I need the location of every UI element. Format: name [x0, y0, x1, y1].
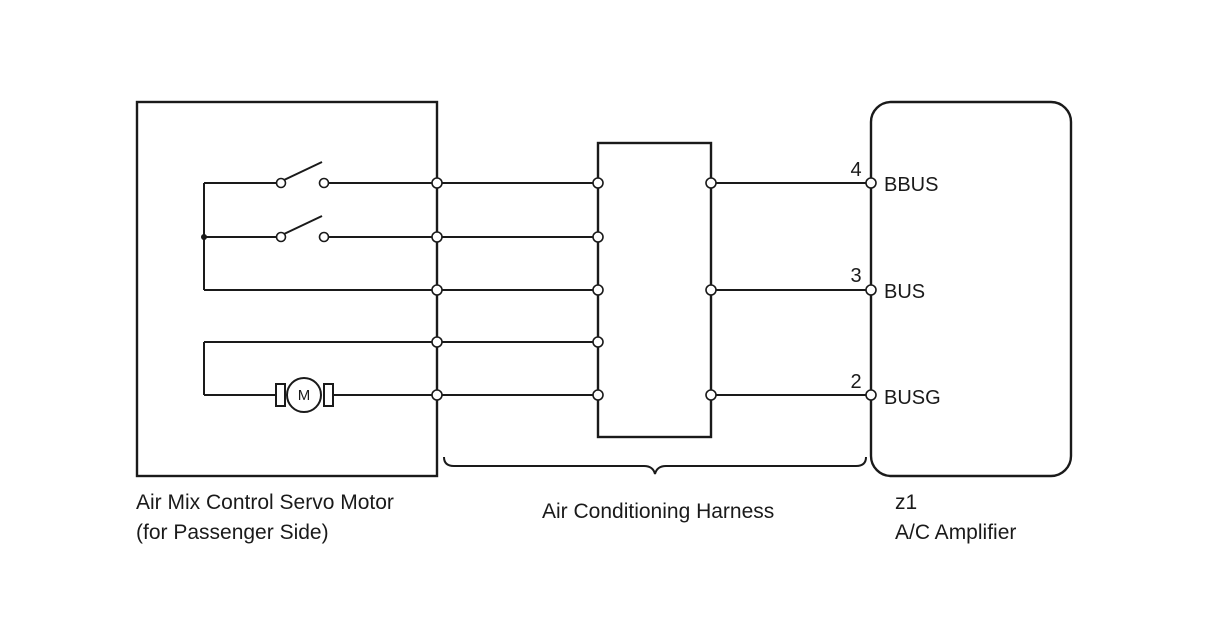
pin-number-3: 3 [850, 265, 861, 287]
junction-dot [201, 234, 207, 240]
harness-terminals [592, 177, 717, 401]
servo-motor-name: Air Mix Control Servo Motor [136, 491, 394, 514]
signal-bus: BUS [884, 281, 925, 303]
wires-harness-to-amplifier [716, 182, 866, 396]
harness-brace [443, 456, 867, 475]
servo-motor-label: Air Mix Control Servo Motor (for Passeng… [136, 488, 394, 548]
harness-label: Air Conditioning Harness [542, 500, 775, 523]
amplifier-name: A/C Amplifier [895, 521, 1017, 544]
servo-motor-side: (for Passenger Side) [136, 521, 329, 544]
servo-internal-circuit: M [201, 161, 437, 413]
switch-1 [275, 161, 437, 189]
signal-busg: BUSG [884, 387, 941, 409]
pin-number-2: 2 [850, 371, 861, 393]
harness-box [596, 141, 713, 439]
pin-number-4: 4 [850, 159, 861, 181]
motor-symbol: M [275, 377, 334, 413]
amplifier-connector-code: z1 [895, 491, 918, 514]
amplifier-terminals [865, 177, 877, 401]
switch-2 [275, 215, 437, 243]
signal-bbus: BBUS [884, 174, 938, 196]
wires-servo-to-harness [442, 182, 593, 396]
motor-label: M [298, 387, 311, 404]
amplifier-label: z1 A/C Amplifier [895, 488, 1016, 548]
